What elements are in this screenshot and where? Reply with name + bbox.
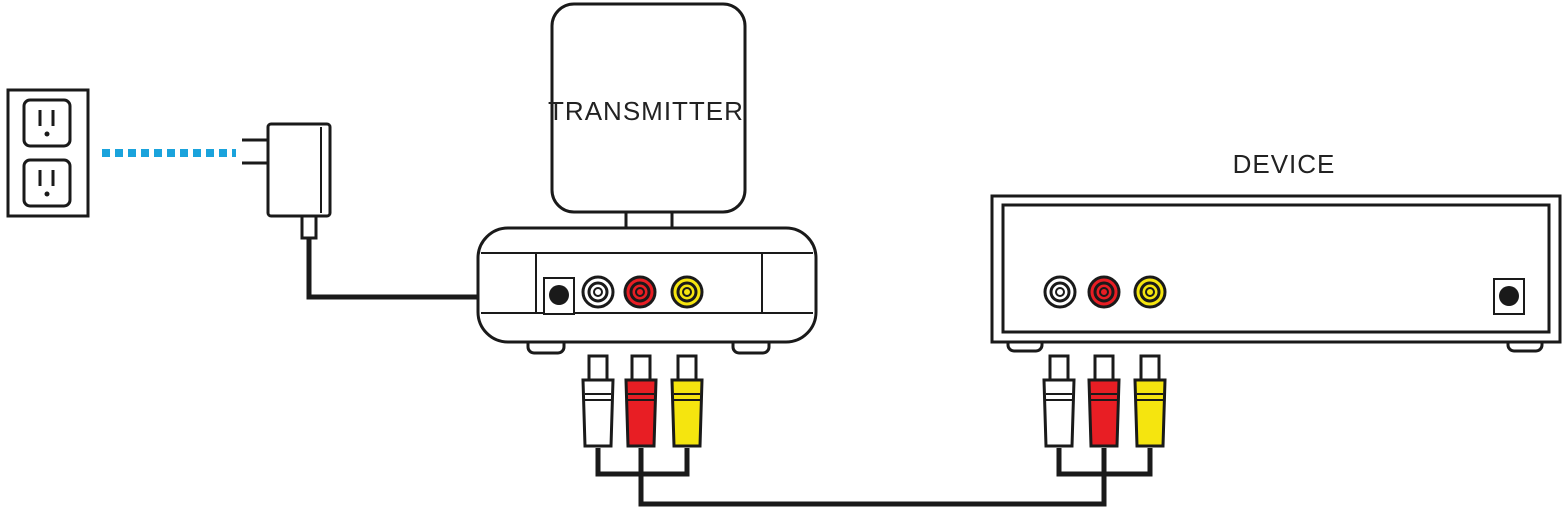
- transmitter-audio-red-jack: [623, 275, 657, 309]
- device-label: DEVICE: [1233, 149, 1336, 179]
- transmitter-label: TRANSMITTER: [548, 96, 744, 126]
- rca-plug-yellow-right-icon: [1133, 354, 1167, 448]
- rca-plug-yellow-left-icon: [670, 354, 704, 448]
- device-power-jack: [1493, 278, 1525, 315]
- rca-plug-red-left-icon: [624, 354, 658, 448]
- wall-outlet-icon: [6, 88, 90, 218]
- rca-plug-red-right-icon: [1087, 354, 1121, 448]
- device-box: [990, 194, 1562, 353]
- transmitter-video-yellow-jack: [670, 275, 704, 309]
- rca-cable: [595, 448, 1153, 507]
- transmitter-power-jack: [543, 277, 575, 315]
- device-audio-red-jack: [1087, 275, 1121, 309]
- transmitter-audio-white-jack: [581, 275, 615, 309]
- power-adapter-icon: [242, 122, 332, 240]
- rca-plug-white-right-icon: [1042, 354, 1076, 448]
- rca-plug-white-left-icon: [581, 354, 615, 448]
- power-cable: [306, 238, 560, 300]
- device-audio-white-jack: [1043, 275, 1077, 309]
- device-video-yellow-jack: [1133, 275, 1167, 309]
